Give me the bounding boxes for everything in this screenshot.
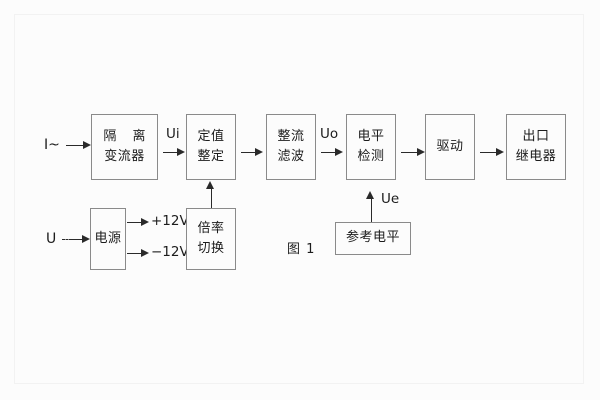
line-multiplier-to-setting [211, 189, 212, 208]
block-output-relay-line-2: 继电器 [515, 149, 557, 164]
arrowhead-voltage-input [82, 235, 90, 243]
arrowhead-reference-to-level [366, 191, 374, 199]
line-voltage-input-dash [62, 239, 72, 240]
block-power-supply[interactable]: 电源 [90, 208, 126, 270]
line-voltage-input [71, 239, 83, 240]
arrowhead-rail-negative [141, 249, 149, 257]
block-reference-level-line-1: 参考电平 [345, 230, 400, 246]
block-output-relay-line-1: 出口 [522, 128, 550, 144]
block-multiplier-switch-line-1: 倍率 [197, 220, 225, 236]
block-multiplier-switch[interactable]: 倍率 切换 [186, 208, 236, 270]
line-ui [163, 152, 178, 153]
block-setting-value[interactable]: 定值 整定 [186, 114, 236, 180]
diagram-frame [14, 14, 584, 384]
block-drive[interactable]: 驱动 [425, 114, 475, 180]
block-rectify-filter[interactable]: 整流 滤波 [266, 114, 316, 180]
arrowhead-setting-to-rectify [255, 148, 263, 156]
signal-ue-label: Ue [381, 191, 400, 207]
line-uo [321, 152, 336, 153]
block-isolation-ct-line-2: 变流器 [104, 149, 145, 164]
block-level-detect-line-2: 检测 [357, 149, 385, 164]
arrowhead-level-to-drive [417, 148, 425, 156]
block-rectify-filter-line-1: 整流 [277, 128, 305, 144]
signal-uo-label: Uo [320, 126, 339, 142]
block-reference-level[interactable]: 参考电平 [335, 222, 411, 255]
line-setting-to-rectify [241, 152, 256, 153]
block-level-detect-line-1: 电平 [357, 128, 385, 144]
arrowhead-drive-to-relay [496, 148, 504, 156]
arrowhead-rail-positive [141, 218, 149, 226]
arrowhead-multiplier-to-setting [206, 181, 214, 189]
line-reference-to-level [371, 199, 372, 222]
block-isolation-ct[interactable]: 隔 离 变流器 [91, 114, 158, 180]
block-power-supply-line-1: 电源 [94, 230, 122, 246]
block-setting-value-line-2: 整定 [197, 149, 225, 164]
terminal-voltage-input-label: U [46, 231, 57, 247]
block-output-relay[interactable]: 出口 继电器 [506, 114, 566, 180]
block-isolation-ct-line-1: 隔 离 [103, 128, 152, 144]
line-current-input [66, 145, 84, 146]
block-setting-value-line-1: 定值 [197, 128, 225, 144]
arrowhead-current-input [83, 141, 91, 149]
line-drive-to-relay [480, 152, 497, 153]
arrowhead-uo [335, 148, 343, 156]
arrowhead-ui [177, 148, 185, 156]
rail-negative-label: −12V [151, 244, 189, 260]
rail-positive-label: +12V [151, 213, 189, 229]
line-rail-negative [127, 253, 142, 254]
block-rectify-filter-line-2: 滤波 [277, 149, 305, 164]
terminal-current-input-label: I~ [44, 137, 60, 153]
signal-ui-label: Ui [166, 126, 180, 142]
line-level-to-drive [401, 152, 418, 153]
block-level-detect[interactable]: 电平 检测 [346, 114, 396, 180]
block-drive-line-1: 驱动 [436, 138, 464, 154]
figure-caption: 图 1 [287, 242, 316, 257]
line-rail-positive [127, 222, 142, 223]
block-multiplier-switch-line-2: 切换 [197, 241, 225, 256]
